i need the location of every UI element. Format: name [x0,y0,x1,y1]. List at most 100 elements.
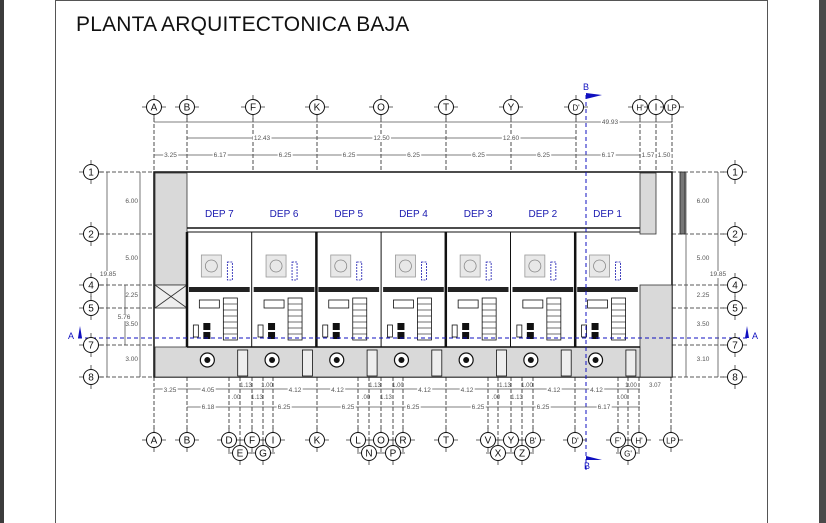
right-gray [639,284,673,378]
counter [318,287,380,292]
dim-bottom-small: 1.00 [625,383,637,389]
dim-bottom-row2-bg [276,404,292,411]
dim-segment-top: 6.25 [343,152,356,159]
grid-bubble-bottom-circle [361,445,377,461]
tank [421,261,427,281]
grid-bubble-bottom-label: O [377,436,385,447]
counter [253,287,315,292]
grid-bubble-bottom-label: A [151,436,158,447]
section-label-a-right: A [752,331,758,341]
unit-7: DEP 7 [185,209,250,377]
stair [417,297,432,341]
grid-bubble-bottom-circle [438,432,454,448]
fridge [581,324,587,338]
dim-bottom-row2-bg [535,404,551,411]
grid-bubble-top-label: D' [572,104,580,113]
fridge [516,324,523,338]
grid-bubble-bottom-circle [610,432,626,448]
dim-bottom-row2-bg [596,404,612,411]
dim-left: 6.00 [125,198,138,205]
ac-unit [200,254,222,278]
grid-bubble-bottom-label: LP [666,437,676,446]
ac-fan-icon [334,259,348,273]
meter-box [237,349,249,377]
grid-bubble-top-circle [146,99,162,115]
grid-bubble-bottom-circle [620,445,636,461]
section-label-b-top: B [583,82,589,92]
plant-center [592,357,599,363]
grid-bubble-bottom-circle [631,432,647,448]
grid-bubble-bottom-circle [350,432,366,448]
grid-bubble-left-label: 2 [88,230,94,241]
dim-bottom: 4.12 [331,387,344,394]
grid-bubble-top-label: Y [508,103,515,114]
counter [447,287,509,292]
section-flag-a-left [78,326,82,338]
dining-table [457,299,479,309]
unit-label: DEP 6 [270,209,299,220]
sink [203,332,211,339]
grid-bubble-right-circle [727,369,743,385]
fridge [387,324,393,338]
grid-bubble-right-label: 2 [732,230,738,241]
grid-bubble-left-circle [83,337,99,353]
dim-left-overall: 19.85 [100,271,117,278]
section-flag-b-top [586,93,602,99]
dim-right: 5.00 [697,255,710,262]
dim-overall-top: 49.93 [602,119,619,126]
plant-center [398,357,405,363]
shaft-x [154,284,188,309]
grid-bubble-left-label: 1 [88,168,94,179]
grid-bubble-bottom-circle [255,445,271,461]
unit-label: DEP 1 [593,209,622,220]
grid-bubble-bottom-circle [663,432,679,448]
grid-bubble-right-circle [727,277,743,293]
grid-bubble-top-label: K [314,103,321,114]
stove [332,323,340,330]
dim-bottom-bg [546,387,562,394]
grid-bubble-top-circle [503,99,519,115]
grid-bubble-bottom-circle [514,445,530,461]
grid-bubble-left-label: 8 [88,373,94,384]
dim-overall-top-bg [600,119,620,126]
fridge [322,324,329,338]
fridge [257,324,264,338]
grid-bubble-left-circle [83,277,99,293]
dim-right-overall: 19.85 [710,271,727,278]
unit-label: DEP 3 [464,209,493,220]
stair [287,297,303,341]
grid-bubble-top-label: O [377,103,385,114]
grid-bubble-top-label: F [250,103,256,114]
grid-bubble-bottom-label: G [259,449,267,460]
dim-bottom-small: 1.13 [499,383,511,389]
grid-bubble-top-label: T [443,103,449,114]
tank [226,261,233,281]
dim-segment-top-bg [471,152,487,159]
dim-bottom: 4.12 [461,387,474,394]
dim-bottom-small: 1.00 [392,383,404,389]
stair-core-left [154,172,188,286]
meter-box [560,349,572,377]
dim-bottom-row2: 6.25 [407,404,420,411]
tank [485,261,492,281]
dim-group: 12.60 [503,135,520,142]
grid-bubble-bottom-label: E [237,449,244,460]
dim-bottom-small: .00 [619,395,628,401]
grid-bubble-top-circle [245,99,261,115]
sink [332,332,340,339]
plant-center [333,357,340,363]
tank [291,261,298,281]
grid-bubble-bottom-label: K [314,436,321,447]
grid-bubble-bottom-circle [244,432,260,448]
viewer-left-edge [0,0,4,523]
ac-unit [589,254,610,278]
dim-bottom-bg [417,387,433,394]
meter-box [431,349,443,377]
grid-bubble-bottom-label: R [399,436,406,447]
stove [526,323,534,330]
stove [203,323,211,330]
grid-bubble-left-label: 7 [88,341,94,352]
stair [222,297,238,341]
grid-bubble-right-label: 4 [732,281,738,292]
